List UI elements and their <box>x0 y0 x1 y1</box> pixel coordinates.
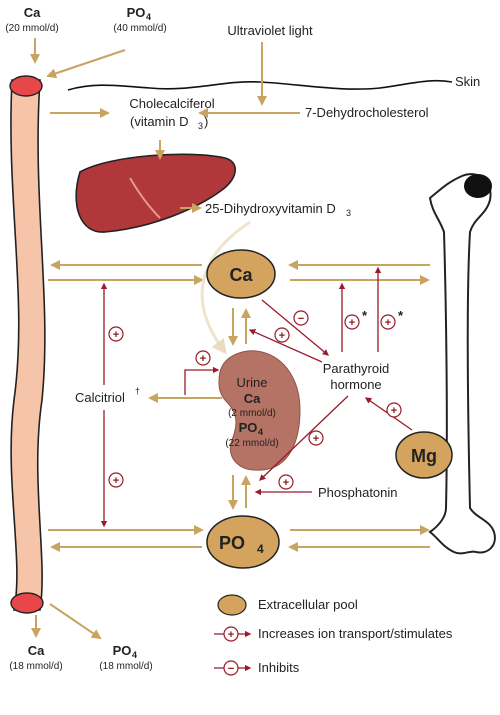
po4-output-arrow <box>49 603 102 640</box>
liver <box>75 153 236 233</box>
urine-ca-label: Ca <box>244 391 261 406</box>
svg-text:+: + <box>385 317 391 329</box>
output-ca-amount: (18 mmol/d) <box>9 661 62 672</box>
intake-ca-label: Ca <box>24 5 41 20</box>
legend-pool-swatch <box>217 594 247 616</box>
svg-text:PO: PO <box>219 533 245 553</box>
intake-po4-label: PO <box>127 5 146 20</box>
urine-ca-amount: (2 mmol/d) <box>228 408 276 419</box>
kidney <box>218 350 301 471</box>
svg-text:Ca: Ca <box>229 265 253 285</box>
urine-title: Urine <box>236 375 267 390</box>
cholecalciferol-label: Cholecalciferol <box>129 96 214 111</box>
svg-text:−: − <box>298 313 304 325</box>
calcitriol-label: Calcitriol <box>75 390 125 405</box>
urine-po4-amount: (22 mmol/d) <box>225 438 278 449</box>
vitamin-d3-subscript: 3 <box>198 121 203 131</box>
output-po4-subscript: 4 <box>132 650 137 660</box>
svg-text:+: + <box>200 353 206 365</box>
intake-po4-subscript: 4 <box>146 12 151 22</box>
intake-ca-amount: (20 mmol/d) <box>5 23 58 34</box>
pth-po4-plus <box>308 430 324 446</box>
vitamin-d3-label: (vitamin D <box>130 114 189 129</box>
pth-bone-plus-2 <box>380 314 396 330</box>
phosphatonin-label: Phosphatonin <box>318 485 398 500</box>
pth-label-line2: hormone <box>330 377 381 392</box>
sign-glyphs: + + + − + + + + + + * * <box>113 308 404 489</box>
svg-text:Mg: Mg <box>411 446 437 466</box>
svg-text:+: + <box>391 405 397 417</box>
urine-po4-subscript: 4 <box>258 427 263 437</box>
pth-bone-star-2: * <box>398 308 404 323</box>
intestine-bottom-opening <box>10 592 44 614</box>
skin-line <box>67 79 453 91</box>
mg-pool: Mg <box>395 431 453 479</box>
svg-text:+: + <box>113 329 119 341</box>
mg-pth-plus <box>386 402 402 418</box>
dihydroxyvitamin-subscript: 3 <box>346 208 351 218</box>
pth-kidney-plus <box>274 327 290 343</box>
calcitriol-ca-plus <box>108 326 124 342</box>
pth-bone-star-1: * <box>362 308 368 323</box>
phosphatonin-plus <box>278 474 294 490</box>
svg-text:4: 4 <box>257 542 264 556</box>
calcitriol-po4-plus <box>108 472 124 488</box>
dihydroxyvitamin-label: 25-Dihydroxyvitamin D <box>205 201 336 216</box>
intestine-top-opening <box>9 75 43 97</box>
svg-text:+: + <box>313 433 319 445</box>
svg-text:+: + <box>279 330 285 342</box>
output-ca-label: Ca <box>28 643 45 658</box>
pth-bone-plus-1 <box>344 314 360 330</box>
legend-stimulates-label: Increases ion transport/stimulates <box>258 626 453 641</box>
vitamin-d3-close: ) <box>204 114 208 129</box>
urine-po4-label: PO <box>239 420 258 435</box>
bone <box>428 173 496 555</box>
output-po4-amount: (18 mmol/d) <box>99 661 152 672</box>
sign-markers <box>108 310 402 490</box>
regulation-arrows <box>100 266 413 528</box>
flow-arrows <box>30 38 430 640</box>
dehydrocholesterol-label: 7-Dehydrocholesterol <box>305 105 429 120</box>
pth-to-kidney-ca-arrow <box>248 329 323 363</box>
legend-pool-label: Extracellular pool <box>258 597 358 612</box>
calcitriol-to-kidney-arrow <box>184 366 220 395</box>
svg-text:−: − <box>228 663 234 675</box>
bone-head <box>464 174 492 198</box>
svg-text:+: + <box>283 477 289 489</box>
intake-po4-amount: (40 mmol/d) <box>113 23 166 34</box>
legend: Extracellular pool + Increases ion trans… <box>214 594 453 676</box>
skin-label: Skin <box>455 74 480 89</box>
svg-text:+: + <box>113 475 119 487</box>
output-po4-label: PO <box>113 643 132 658</box>
intestine <box>9 75 46 614</box>
svg-text:+: + <box>349 317 355 329</box>
ca-inhibits-pth-arrow <box>261 299 329 356</box>
svg-text:+: + <box>228 629 234 641</box>
ca-pool: Ca <box>206 249 276 299</box>
calcitriol-kidney-plus <box>195 350 211 366</box>
po4-pool: PO 4 <box>206 515 280 569</box>
legend-inhibits-label: Inhibits <box>258 660 300 675</box>
calcitriol-dagger: † <box>135 386 140 396</box>
pth-label-line1: Parathyroid <box>323 361 389 376</box>
uv-label: Ultraviolet light <box>227 23 313 38</box>
dihydroxy-to-kidney-arrow <box>200 220 251 355</box>
ca-pth-minus <box>293 310 309 326</box>
po4-intake-arrow <box>46 49 126 79</box>
pth-to-po4-arrow <box>259 395 349 481</box>
